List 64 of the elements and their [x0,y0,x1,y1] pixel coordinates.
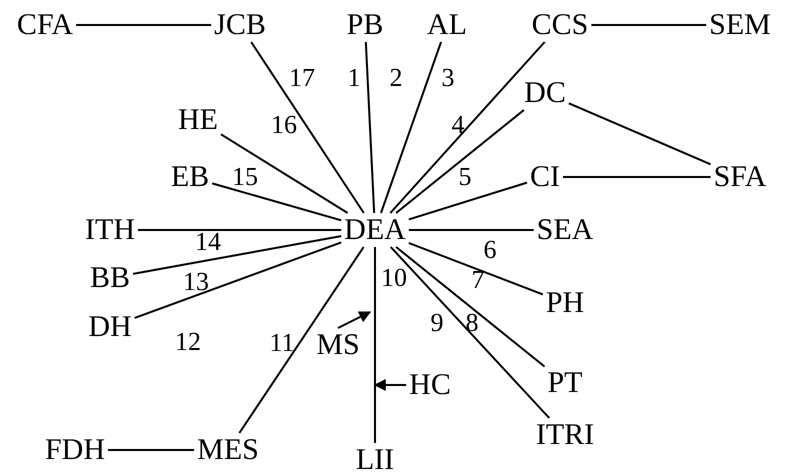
node-label: JCB [211,8,269,42]
connector-line [395,109,525,214]
node-label: HE [175,103,221,137]
node-label: CI [527,160,563,194]
connector-line [380,42,442,214]
connector-line [374,247,376,443]
edge-label: 3 [442,65,454,91]
node-label: ITH [82,213,138,247]
connector-line [212,182,342,222]
connector-line [395,246,546,368]
node-label: ITRI [532,418,598,452]
connector-line [408,229,534,231]
node-label: AL [424,8,470,42]
node-label: PB [344,8,386,42]
node-label: SEA [534,213,596,247]
connector-line [364,42,376,214]
node-label: LII [352,443,398,474]
edge-label: 4 [452,112,464,138]
arrow [338,311,372,329]
connector-line [568,102,711,166]
connector-line [408,242,544,296]
node-label: FDH [42,433,108,467]
node-label: DH [85,310,135,344]
node-label: PH [542,286,588,320]
connector-line [76,24,212,26]
connector-line [390,41,546,214]
edge-label: 17 [289,65,315,91]
node-label: CCS [528,8,592,42]
edge-label: 9 [430,310,444,336]
node-label: DEA [341,213,409,247]
node-label: HC [406,368,454,402]
edge-label: 16 [271,112,297,138]
connector-line [390,246,550,419]
node-label: BB [86,261,134,295]
node-label: MES [194,433,262,467]
edge-label: 1 [348,65,360,91]
edge-label: 12 [175,329,201,355]
connector-line [408,182,528,220]
edge-label: 5 [458,164,472,190]
connector-line [250,41,365,214]
node-label: PT [544,366,586,400]
node-label: DC [521,76,569,110]
connector-line [132,235,342,275]
edge-label: 11 [269,330,295,356]
edge-label: 15 [232,164,258,190]
edge-label: 6 [484,237,496,263]
connector-line [563,176,711,178]
connector-line [134,241,342,319]
connector-line [238,246,364,434]
node-label: SEM [706,8,774,42]
node-label: SFA [710,160,770,194]
edge-label: 8 [466,310,478,336]
node-label: EB [168,160,212,194]
node-label: MS [313,328,363,362]
edge-label: 13 [183,269,209,295]
connector-line [220,133,348,214]
arrow [374,379,406,391]
edge-label: 14 [195,229,221,255]
node-label: CFA [14,8,76,42]
edge-label: 2 [390,65,402,91]
connector-line [591,24,706,26]
connector-line [138,229,342,231]
connector-line [108,449,194,451]
edge-label: 10 [381,265,407,291]
